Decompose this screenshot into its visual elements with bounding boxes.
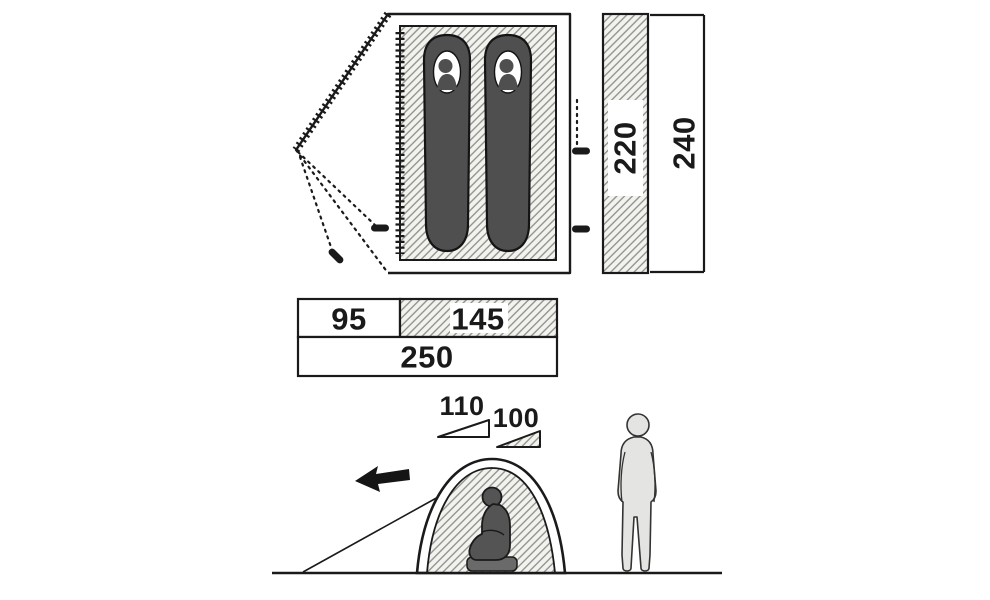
label-backing: [450, 303, 508, 333]
floor-plan: [292, 11, 590, 275]
porch-door-dotted-line: [294, 148, 390, 275]
sleeper-shoulders: [498, 74, 518, 90]
standing-person: [617, 413, 657, 572]
seated-person: [466, 486, 518, 572]
dim-label-240: 240: [667, 116, 702, 169]
seated-person-body: [468, 503, 511, 561]
height-wedge-outer: [437, 419, 490, 438]
dim-label-95: 95: [331, 302, 366, 337]
sleeper-head: [499, 59, 514, 73]
tent-outline: [295, 12, 572, 275]
sleeper-head: [438, 59, 453, 73]
sleeping-bag-left: [422, 33, 472, 253]
tent-peg: [371, 224, 389, 232]
dim-label-145: 145: [451, 302, 504, 337]
dim-label-100: 100: [493, 403, 540, 433]
dim-label-220: 220: [608, 121, 643, 174]
sleeper-shoulders: [437, 74, 457, 90]
side-view: 110 100: [272, 391, 722, 575]
standing-person-arm-line: [620, 451, 626, 503]
guy-line-dotted: [298, 155, 334, 252]
dim-label-250: 250: [400, 340, 453, 375]
tent-peg: [572, 147, 590, 155]
sleeping-bag-right: [483, 33, 533, 253]
guy-line: [302, 495, 441, 573]
width-dimensions: 220 240: [601, 12, 706, 275]
standing-person-arm-line: [650, 451, 656, 503]
tent-peg: [572, 225, 590, 233]
seated-person-arm-line: [481, 529, 505, 536]
height-wedge-inner: [496, 430, 541, 448]
label-backing: [608, 100, 643, 196]
front-depth-box: [296, 297, 402, 339]
total-depth-box: [296, 335, 559, 378]
depth-dimensions: 95 145 250: [296, 297, 559, 378]
standing-person-head: [626, 413, 650, 437]
tent-peg: [328, 248, 344, 264]
entrance-arrow-icon: [355, 466, 410, 492]
dim-label-110: 110: [439, 391, 484, 421]
outer-width-bracket: [650, 13, 706, 274]
